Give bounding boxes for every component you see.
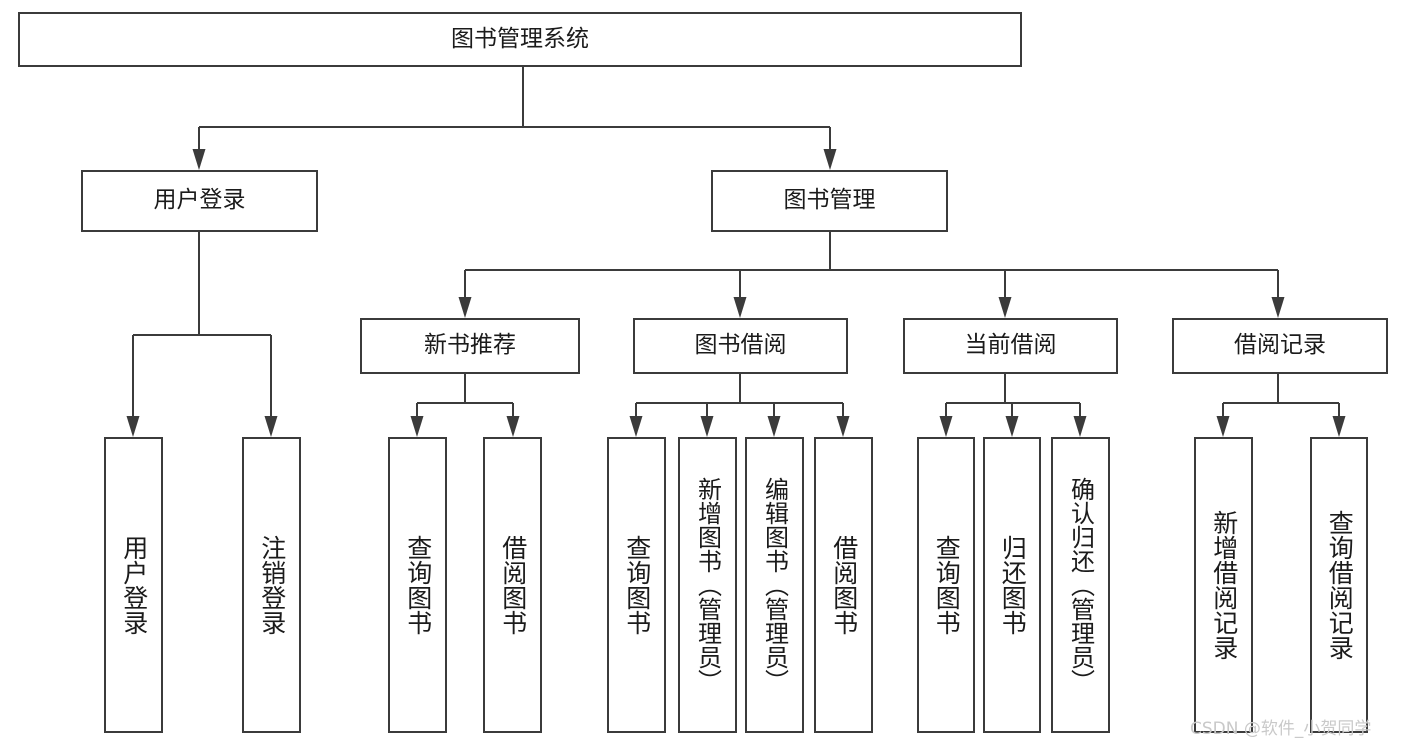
node-label-leaf-query-book-2: 查询图书 [622,535,652,635]
node-root: 图书管理系统 [18,12,1022,67]
node-leaf-query-record: 查询借阅记录 [1310,437,1368,733]
node-leaf-add-book: 新增图书（管理员） [678,437,737,733]
node-label-leaf-add-book: 新增图书（管理员） [693,477,722,693]
node-leaf-edit-book: 编辑图书（管理员） [745,437,804,733]
arrowhead-user-login-to-leaves-1 [264,416,278,437]
node-label-leaf-edit-book: 编辑图书（管理员） [760,477,789,693]
node-label-book-borrow: 图书借阅 [694,332,787,359]
arrowhead-new-book-rec-to-leaves-0 [410,416,424,437]
arrowhead-book-borrow-to-leaves-0 [629,416,643,437]
node-label-root: 图书管理系统 [451,25,589,52]
node-leaf-return-book: 归还图书 [983,437,1041,733]
arrowhead-book-manage-to-level3-1 [733,297,747,318]
node-leaf-confirm-return: 确认归还（管理员） [1051,437,1110,733]
arrowhead-book-manage-to-level3-3 [1271,297,1285,318]
arrowhead-book-borrow-to-leaves-2 [767,416,781,437]
node-leaf-query-book-3: 查询图书 [917,437,975,733]
node-book-manage: 图书管理 [711,170,948,232]
node-leaf-query-book-1: 查询图书 [388,437,447,733]
arrowhead-root-to-level2-1 [823,149,837,170]
node-new-book-rec: 新书推荐 [360,318,580,374]
node-label-leaf-add-record: 新增借阅记录 [1209,510,1239,660]
node-leaf-query-book-2: 查询图书 [607,437,666,733]
arrowhead-book-borrow-to-leaves-1 [700,416,714,437]
node-label-leaf-borrow-book-1: 借阅图书 [498,535,528,635]
node-book-borrow: 图书借阅 [633,318,848,374]
arrowhead-current-borrow-to-leaves-0 [939,416,953,437]
node-leaf-user-login: 用户登录 [104,437,163,733]
arrowhead-current-borrow-to-leaves-1 [1005,416,1019,437]
node-leaf-logout: 注销登录 [242,437,301,733]
node-label-leaf-query-record: 查询借阅记录 [1325,510,1355,660]
node-label-borrow-record: 借阅记录 [1234,332,1326,359]
node-leaf-borrow-book-2: 借阅图书 [814,437,873,733]
node-label-book-manage: 图书管理 [783,187,876,214]
arrowhead-borrow-record-to-leaves-0 [1216,416,1230,437]
node-label-leaf-return-book: 归还图书 [998,535,1028,635]
node-label-leaf-confirm-return: 确认归还（管理员） [1066,477,1095,693]
node-leaf-add-record: 新增借阅记录 [1194,437,1253,733]
arrowhead-root-to-level2-0 [192,149,206,170]
node-label-user-login: 用户登录 [153,187,246,214]
node-label-new-book-rec: 新书推荐 [424,332,516,359]
arrowhead-book-manage-to-level3-0 [458,297,472,318]
node-label-leaf-borrow-book-2: 借阅图书 [829,535,859,635]
arrowhead-current-borrow-to-leaves-2 [1073,416,1087,437]
connector-layer [126,67,1346,437]
arrowhead-user-login-to-leaves-0 [126,416,140,437]
node-leaf-borrow-book-1: 借阅图书 [483,437,542,733]
node-borrow-record: 借阅记录 [1172,318,1388,374]
node-current-borrow: 当前借阅 [903,318,1118,374]
node-user-login: 用户登录 [81,170,318,232]
node-label-current-borrow: 当前借阅 [964,332,1057,359]
arrowhead-borrow-record-to-leaves-1 [1332,416,1346,437]
node-label-leaf-logout: 注销登录 [257,535,287,635]
node-label-leaf-query-book-3: 查询图书 [932,535,962,635]
node-label-leaf-user-login: 用户登录 [119,535,149,635]
node-label-leaf-query-book-1: 查询图书 [403,535,433,635]
arrowhead-book-manage-to-level3-2 [998,297,1012,318]
arrowhead-book-borrow-to-leaves-3 [836,416,850,437]
arrowhead-new-book-rec-to-leaves-1 [506,416,520,437]
